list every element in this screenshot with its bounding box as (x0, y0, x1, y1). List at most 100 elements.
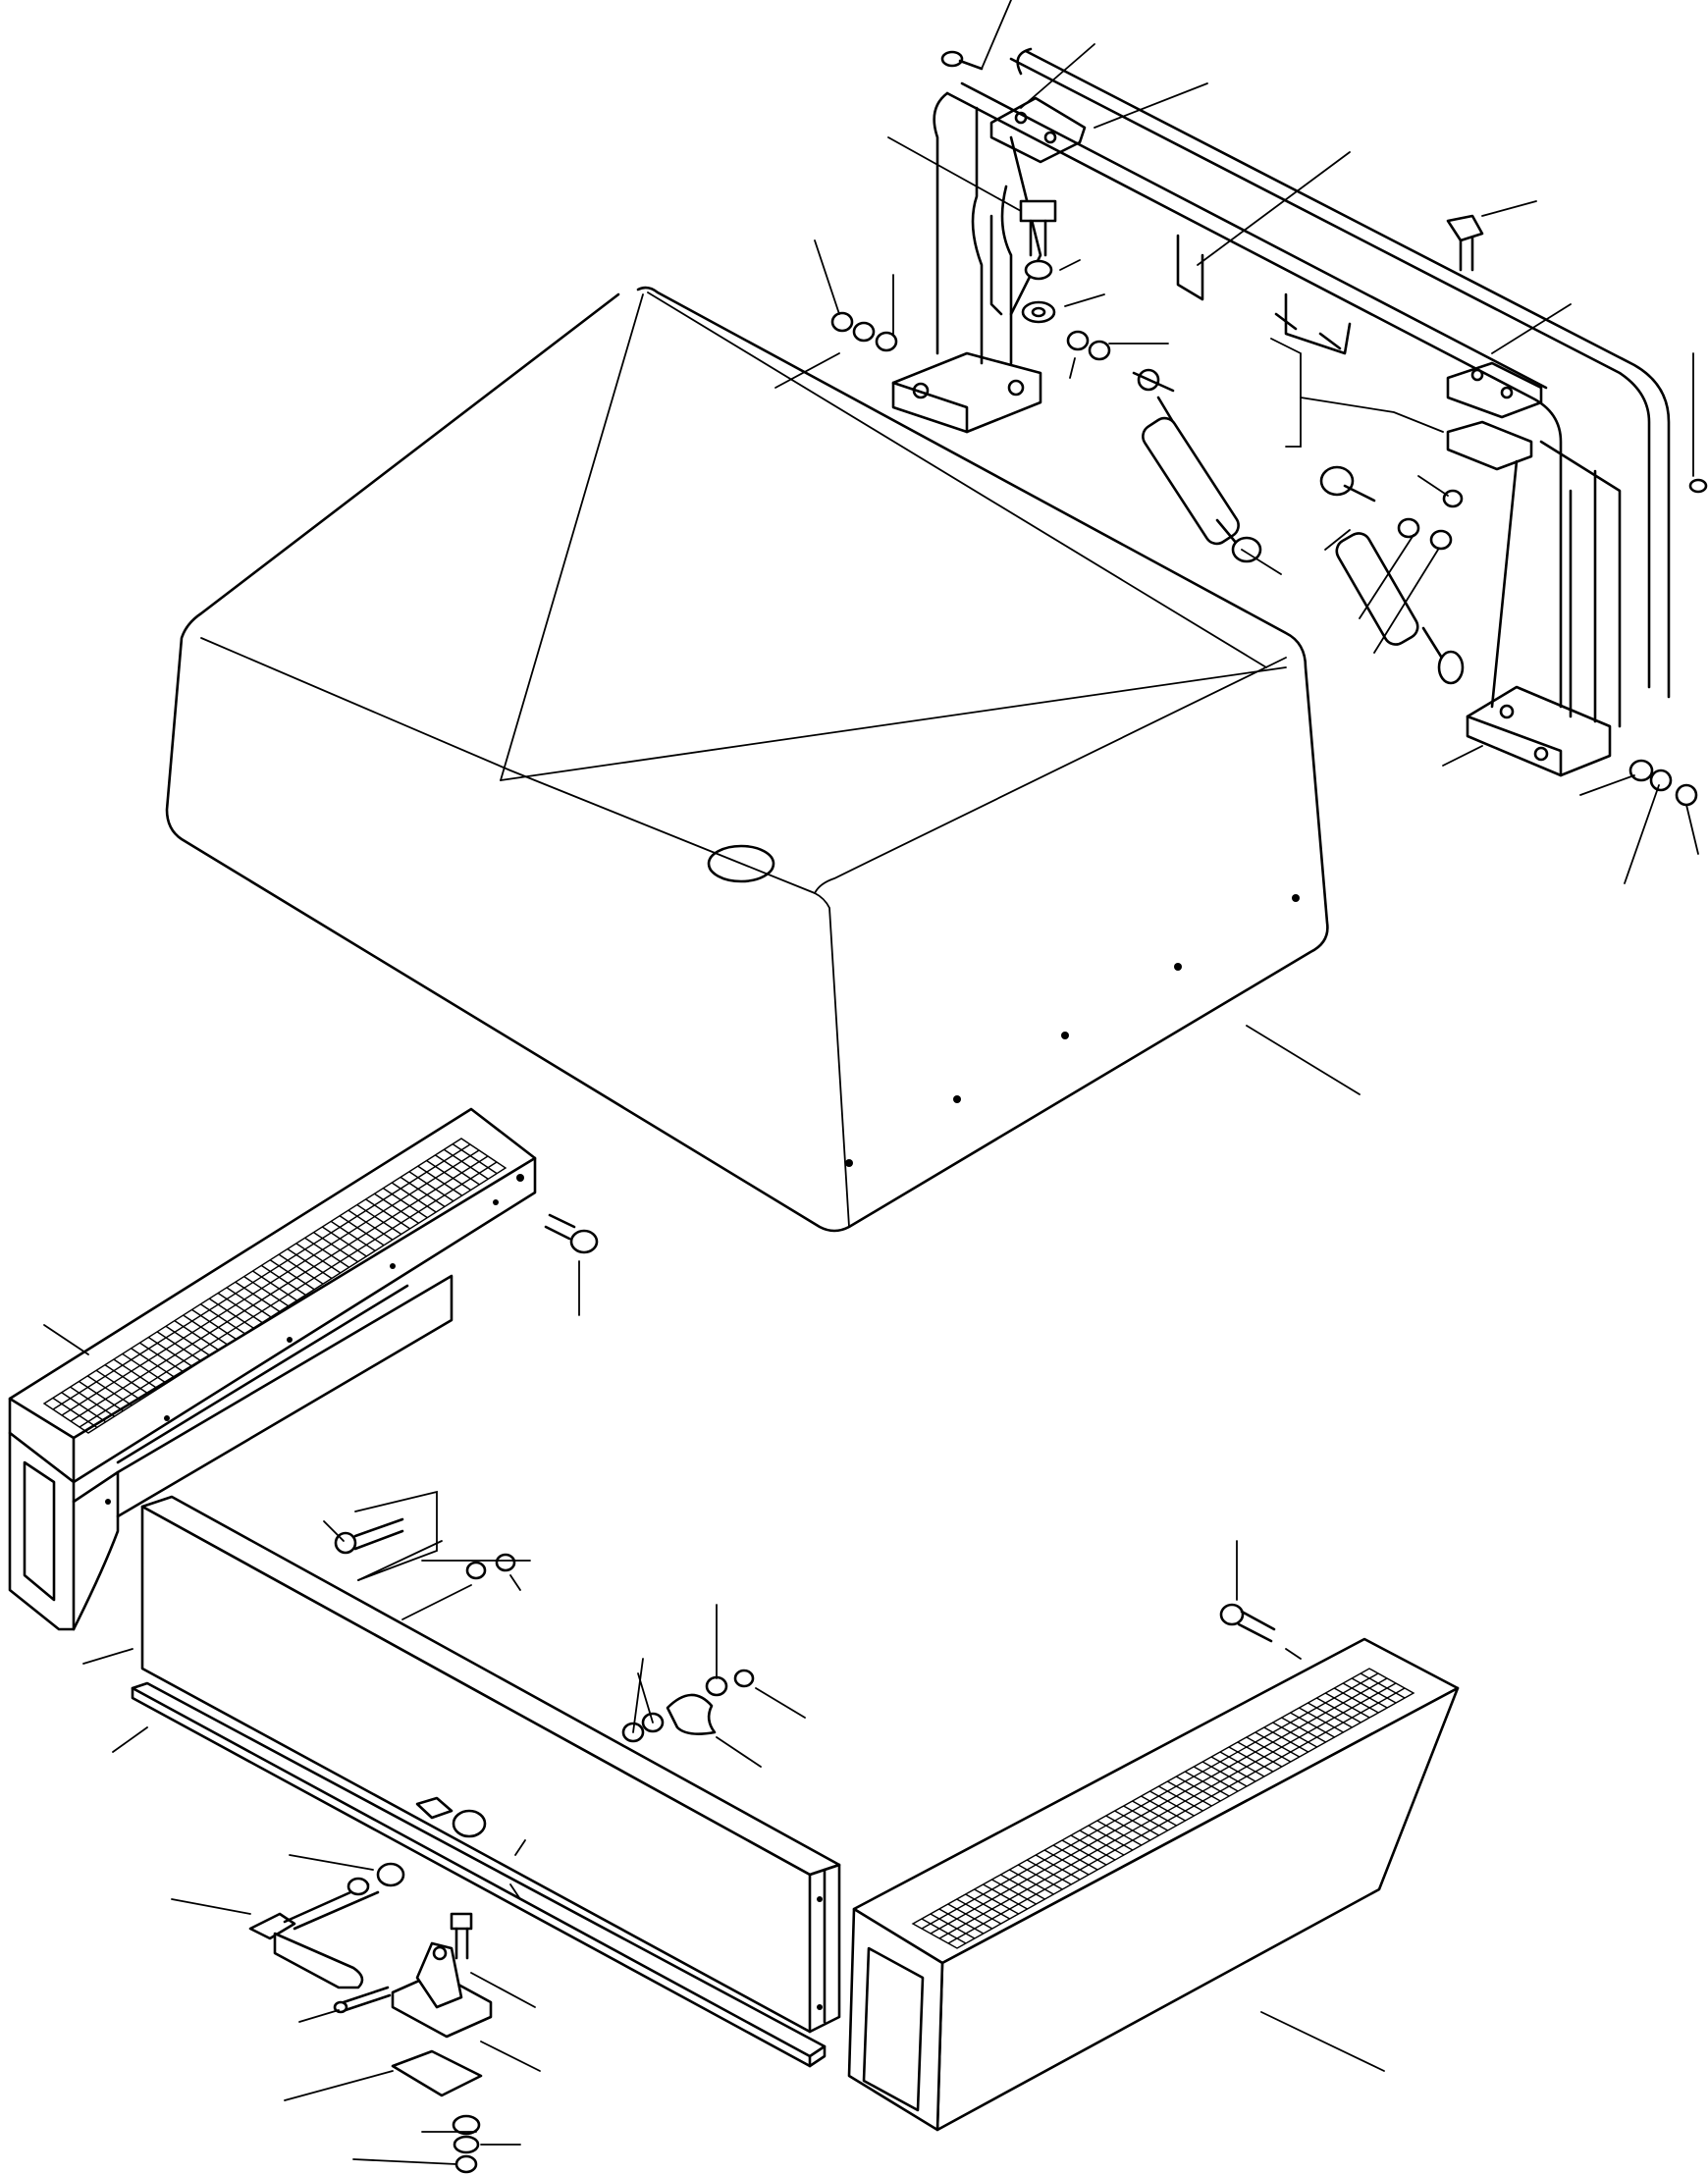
grille-mesh-line (1193, 1766, 1239, 1792)
grille-mesh-line (1342, 1682, 1388, 1709)
grille-mesh-line (965, 1893, 1010, 1920)
grille-mesh-line (947, 1687, 1406, 1944)
grille-mesh-line (1272, 1722, 1317, 1748)
grille-mesh-line (1141, 1795, 1186, 1822)
grille-mesh-line (104, 1364, 150, 1396)
grille-mesh-line (52, 1397, 98, 1428)
grille-mesh-line (382, 1188, 428, 1219)
grille-mesh-line (1132, 1800, 1177, 1827)
grille-mesh-line (947, 1903, 993, 1930)
grille-mesh-line (61, 1149, 480, 1416)
grille-mesh-line (191, 1308, 237, 1340)
grille-mesh-line (131, 1348, 176, 1379)
grille-mesh-line (417, 1165, 463, 1196)
grille-mesh-line (426, 1159, 471, 1192)
grille-mesh-line (1000, 1874, 1045, 1900)
grille-mesh-line (921, 1672, 1379, 1930)
grille-mesh-line (313, 1232, 358, 1263)
grille-mesh-line (1228, 1746, 1274, 1773)
grille-mesh-line (269, 1259, 315, 1291)
grille-mesh-line (165, 1325, 211, 1356)
grille-mesh-line (365, 1198, 410, 1230)
grille-mesh-line (52, 1143, 471, 1410)
grille-mesh-line (243, 1276, 290, 1307)
grille-mesh-line (147, 1336, 193, 1368)
grille-mesh-line (174, 1320, 220, 1352)
grille-mesh-line (226, 1287, 272, 1318)
grille-mesh-line (330, 1220, 376, 1251)
grille-mesh-line (991, 1879, 1037, 1905)
grille-mesh-line (930, 1913, 976, 1939)
grille-mesh-line (974, 1888, 1019, 1915)
grille-mesh-line (287, 1247, 333, 1280)
grille-mesh-line (304, 1237, 350, 1268)
grille-mesh-line (930, 1677, 1388, 1935)
grille-mesh-line (86, 1375, 133, 1406)
grille-mesh-line (1175, 1776, 1221, 1802)
grille-mesh-line (1201, 1761, 1248, 1787)
grille-mesh-line (1105, 1815, 1151, 1841)
grille-mesh-line (1299, 1707, 1344, 1733)
grille-mesh-line (95, 1369, 141, 1401)
grille-mesh-line (1123, 1805, 1168, 1831)
grille-mesh-line (1210, 1756, 1256, 1782)
grille-mesh-line (374, 1193, 419, 1224)
grille-mesh-line (70, 1155, 489, 1422)
grille-mesh-line (938, 1682, 1397, 1939)
hood-cover (165, 286, 1329, 1233)
bottom-seal-strip (131, 1681, 827, 2068)
grille-mesh-line (1088, 1825, 1134, 1851)
grille-mesh-line (983, 1883, 1028, 1910)
grille-mesh-line (70, 1386, 115, 1417)
grille-mesh-line (183, 1314, 229, 1346)
grille-mesh-line (400, 1176, 446, 1207)
grille-mesh-line (1281, 1717, 1326, 1743)
grille-mesh-line (321, 1226, 367, 1257)
grille-mesh-line (61, 1392, 107, 1423)
grille-mesh-line (1290, 1712, 1335, 1738)
grille-mesh-line (1263, 1726, 1309, 1753)
grille-mesh-line (235, 1281, 281, 1312)
grille-mesh-line (921, 1918, 967, 1944)
grille-mesh-line (1017, 1864, 1063, 1890)
gas-spring-right (1319, 465, 1465, 685)
gas-spring-left (1132, 368, 1262, 563)
grille-mesh-line (113, 1358, 159, 1390)
grille-mesh-line (79, 1161, 498, 1428)
grille-mesh-line (1009, 1869, 1054, 1895)
grille-mesh-line (156, 1331, 202, 1362)
left-side-grille-panel (8, 1107, 537, 1631)
grille-mesh-line (1237, 1741, 1283, 1768)
grille-mesh-line (1324, 1692, 1370, 1719)
grille-mesh-line (1351, 1677, 1397, 1704)
latch-handle (248, 1796, 487, 1989)
grille-mesh-line (1184, 1771, 1230, 1797)
grille-mesh-line (1360, 1672, 1406, 1699)
grille-mesh-line (1149, 1790, 1195, 1817)
grille-mesh-line (347, 1209, 394, 1241)
grille-mesh-line (79, 1380, 124, 1412)
grille-mesh-line (1308, 1702, 1353, 1728)
grille-mesh-line (452, 1143, 498, 1175)
grille-mesh-line (408, 1171, 454, 1202)
grille-mesh-line (339, 1215, 385, 1246)
grille-mesh-line (1114, 1810, 1160, 1836)
grille-mesh-line (1158, 1785, 1203, 1812)
grille-mesh-line (199, 1303, 245, 1335)
grille-mesh-line (435, 1154, 480, 1186)
grille-mesh-line (1079, 1829, 1125, 1856)
grille-mesh-line (956, 1898, 1002, 1925)
grille-mesh-line (938, 1908, 985, 1935)
grille-mesh-line (122, 1352, 168, 1384)
grille-mesh-line (1316, 1697, 1361, 1723)
grille-mesh-line (278, 1253, 324, 1285)
grille-mesh-line (139, 1342, 185, 1373)
grille-mesh-line (1026, 1859, 1072, 1885)
grille-mesh-line (295, 1243, 342, 1274)
grille-mesh-line (1254, 1731, 1301, 1758)
grille-mesh-line (1035, 1854, 1081, 1881)
hood-frame-bracket (891, 47, 1671, 777)
right-side-grille-panel (847, 1637, 1460, 2132)
grille-mesh-line (1219, 1751, 1265, 1777)
